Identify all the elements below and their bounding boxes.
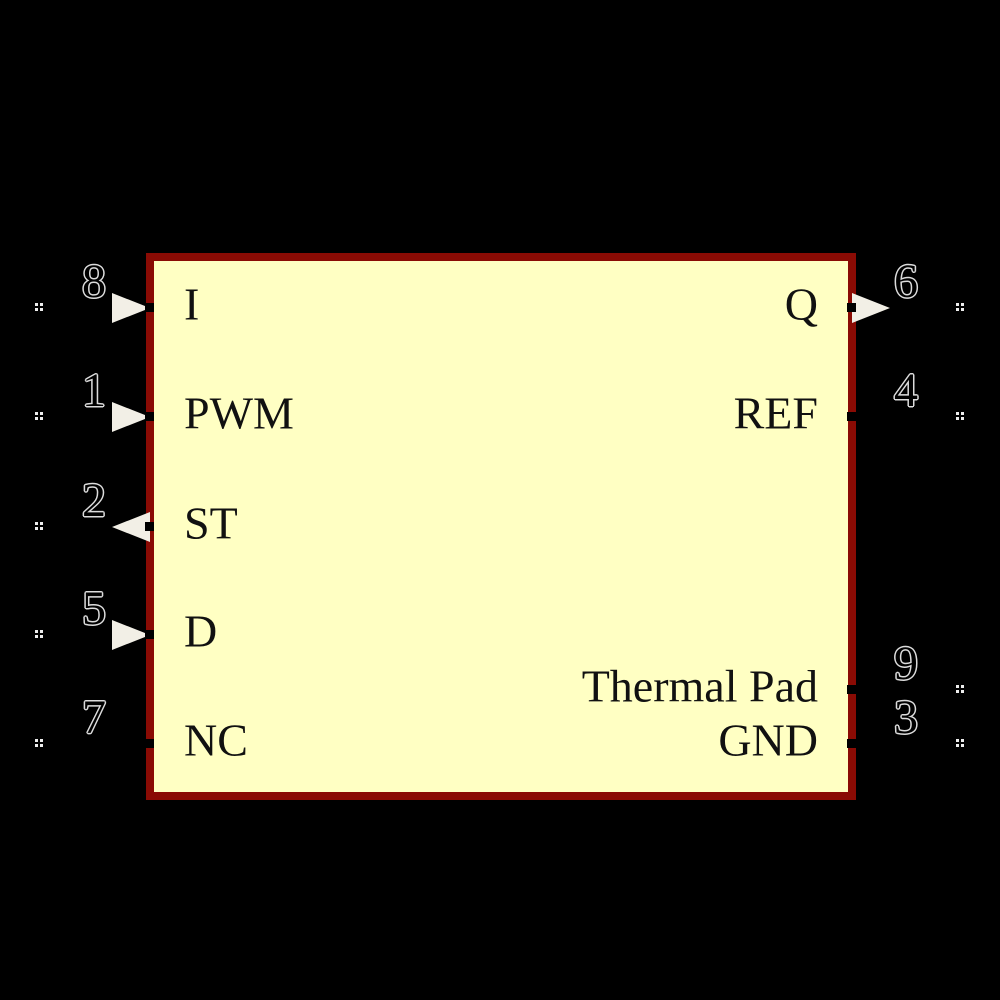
pin-connection-dot xyxy=(145,412,154,421)
grid-dots-icon xyxy=(35,412,38,415)
symbol-body xyxy=(146,253,856,800)
input-arrow-icon xyxy=(112,402,150,432)
pin-label: Q xyxy=(784,278,818,330)
grid-dots-icon xyxy=(956,412,959,415)
grid-dots-icon xyxy=(956,303,959,306)
pin-number: 5 xyxy=(82,582,106,635)
pin-connection-dot xyxy=(847,412,856,421)
pin-number: 8 xyxy=(82,255,106,308)
pin-connection-dot xyxy=(145,522,154,531)
pin-connection-dot xyxy=(847,739,856,748)
pin-number: 6 xyxy=(894,255,918,308)
input-arrow-icon xyxy=(112,620,150,650)
pin-connection-dot xyxy=(847,303,856,312)
pin-number: 1 xyxy=(82,364,106,417)
grid-dots-icon xyxy=(35,303,38,306)
pin-number: 4 xyxy=(894,364,918,417)
pin-label: ST xyxy=(184,497,238,549)
pin-connection-dot xyxy=(847,685,856,694)
pin-number: 2 xyxy=(82,474,106,527)
pin-label: GND xyxy=(718,714,818,766)
pin-label: D xyxy=(184,605,218,657)
grid-dots-icon xyxy=(956,685,959,688)
grid-dots-icon xyxy=(35,630,38,633)
pin-connection-dot xyxy=(145,630,154,639)
pin-connection-dot xyxy=(145,303,154,312)
grid-dots-icon xyxy=(35,522,38,525)
pin-label: I xyxy=(184,278,200,330)
pin-connection-dot xyxy=(145,739,154,748)
grid-dots-icon xyxy=(956,739,959,742)
pin-number: 3 xyxy=(894,691,918,744)
input-arrow-icon xyxy=(112,293,150,323)
output-arrow-icon xyxy=(852,293,890,323)
pin-label: Thermal Pad xyxy=(581,660,818,712)
pin-label: REF xyxy=(733,387,818,439)
pin-number: 9 xyxy=(894,637,918,690)
grid-dots-icon xyxy=(35,739,38,742)
pin-label: PWM xyxy=(184,387,294,439)
pin-label: NC xyxy=(184,714,248,766)
output-arrow-icon xyxy=(112,512,150,542)
pin-number: 7 xyxy=(82,691,106,744)
